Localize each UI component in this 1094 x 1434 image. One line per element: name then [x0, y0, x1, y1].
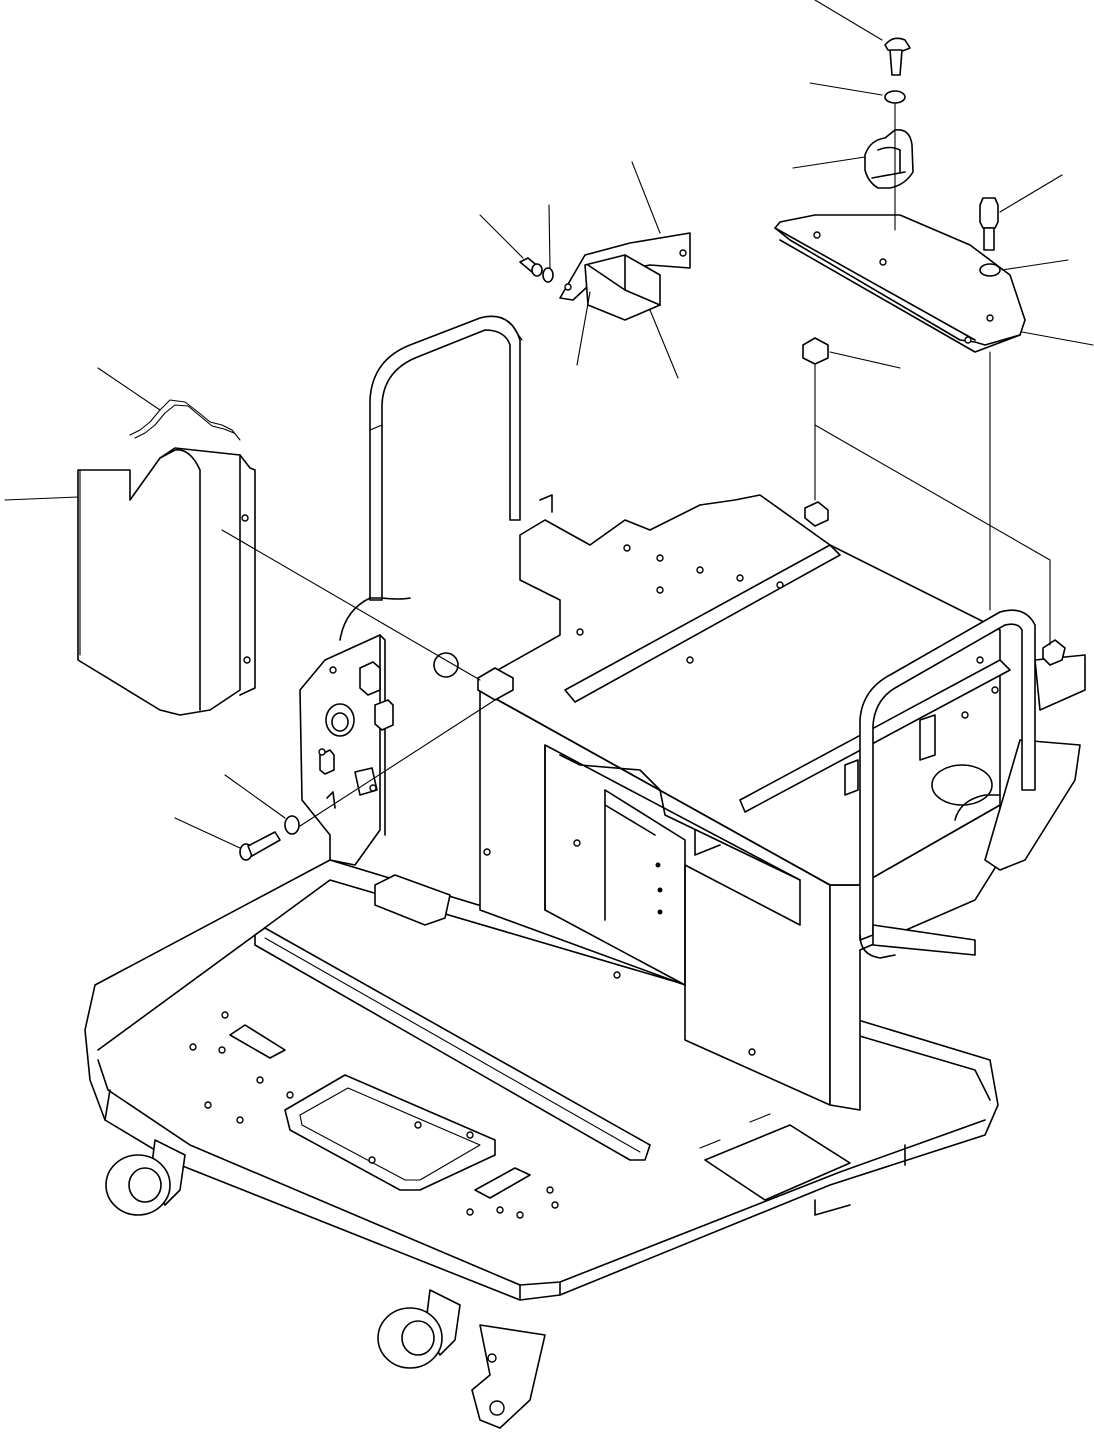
- leader-line-bolt-left: [174, 817, 241, 849]
- bracket-plate: [774, 214, 1026, 353]
- hose-clip: [864, 128, 914, 189]
- leader-line-small-washer: [548, 204, 551, 269]
- caster-right: [377, 1289, 546, 1429]
- leader-line-box-guard: [631, 161, 661, 234]
- bolt-top: [884, 37, 911, 76]
- leader-line-small-bolt: [479, 214, 524, 259]
- leader-line-cap-screw: [999, 174, 1063, 213]
- handrail-left: [339, 315, 523, 641]
- leader-line-washer-left: [224, 774, 286, 819]
- handrail-right: [859, 609, 1036, 959]
- caster-left: [105, 1139, 186, 1216]
- spring-clip: [129, 399, 241, 441]
- small-washer: [542, 267, 554, 283]
- callout-leaders: [4, 0, 1094, 849]
- leader-line-bracket-plate: [1021, 331, 1094, 346]
- floor-plate: [84, 859, 999, 1429]
- leader-line-box-cover: [649, 309, 679, 379]
- left-side-plate: [299, 634, 394, 866]
- washer-left: [284, 815, 300, 835]
- leader-line-bolt-top: [814, 0, 883, 41]
- leader-line-hose-clip: [792, 156, 866, 169]
- small-bolt: [519, 257, 543, 277]
- leader-line-washer-top: [809, 82, 883, 96]
- seat-box-top-holes: [576, 544, 999, 719]
- leader-line-side-cover: [4, 496, 79, 501]
- leader-line-spring-clip: [97, 367, 161, 411]
- washer-right: [979, 263, 1001, 277]
- cap-screw: [979, 197, 999, 251]
- washer-top: [884, 90, 906, 104]
- leader-line-washer-right: [1001, 259, 1069, 271]
- assembly-lines: [221, 103, 1051, 827]
- leader-line-box-plate: [576, 291, 591, 366]
- nut: [802, 337, 829, 365]
- bolt-left: [239, 831, 281, 861]
- leader-line-nut: [829, 351, 901, 369]
- floor-holes: [189, 1011, 559, 1219]
- box-guard: [559, 232, 691, 321]
- side-cover: [77, 447, 256, 716]
